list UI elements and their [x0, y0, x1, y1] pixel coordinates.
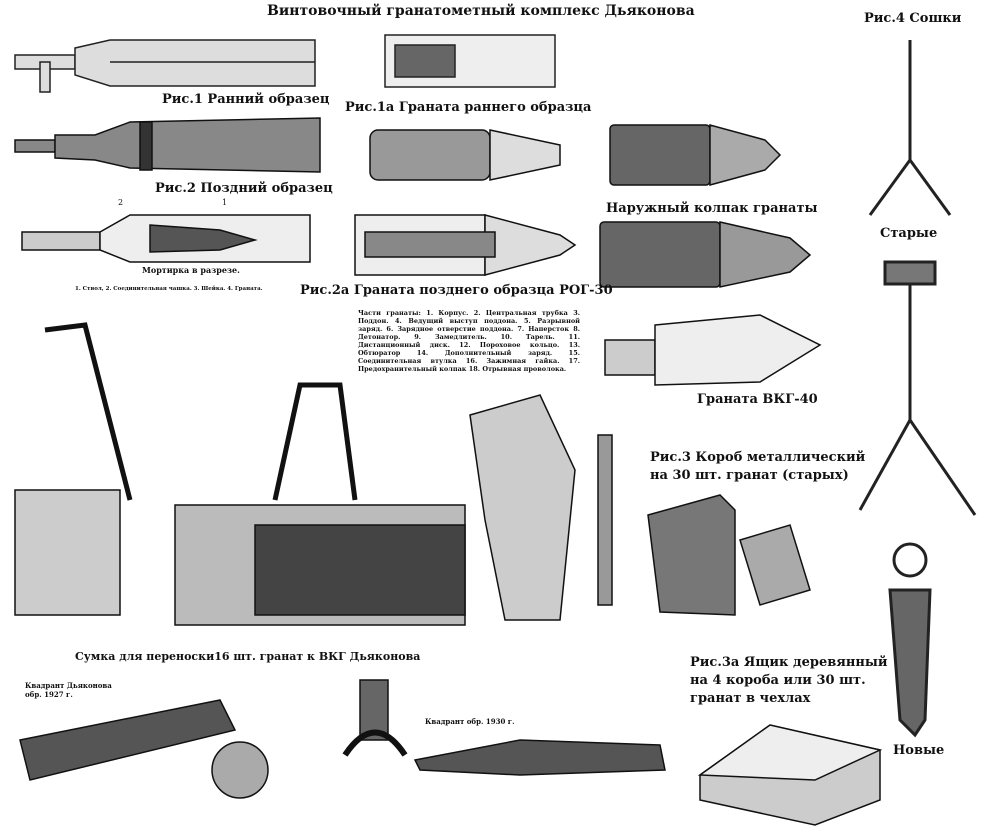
- fig4-label: Рис.4 Сошки: [864, 11, 962, 26]
- bag-label: Сумка для переноски16 шт. гранат к ВКГ Д…: [75, 650, 421, 663]
- cap-grenade-drawings: [599, 124, 812, 288]
- fig1a-label: Рис.1а Граната раннего образца: [345, 100, 592, 115]
- fig3a-label-line3: гранат в чехлах: [690, 691, 811, 706]
- fig3-label-line2: на 30 шт. гранат (старых): [650, 468, 849, 483]
- new-bipod-label: Новые: [893, 743, 945, 758]
- quadrant-1930-label: Квадрант обр. 1930 г.: [425, 717, 515, 726]
- rog30-grenade-section-drawing: [354, 214, 577, 276]
- bags-drawing: [14, 322, 613, 626]
- page-title: Винтовочный гранатометный комплекс Дьяко…: [267, 3, 695, 19]
- fig3-label-line1: Рис.3 Короб металлический: [650, 450, 866, 465]
- early-grenade-grid-drawing: [369, 129, 561, 181]
- fig3a-label-line2: на 4 короба или 30 шт.: [690, 673, 866, 688]
- fig2-late-launcher-drawing: [14, 117, 321, 173]
- quadrant-1927-line1: Квадрант Дьяконова: [25, 681, 112, 690]
- fig2a-label: Рис.2а Граната позднего образца РОГ-30: [300, 283, 613, 298]
- fig3a-label-line1: Рис.3а Ящик деревянный: [690, 655, 888, 670]
- mortar-parts: 1. Ствол, 2. Соединительная чашка. 3. Ше…: [75, 286, 263, 292]
- mortar-cross-section-drawing: 2 1: [21, 198, 311, 263]
- grenade-parts-legend: Части гранаты: 1. Корпус. 2. Центральная…: [358, 309, 580, 373]
- callout-1: 2: [118, 198, 123, 207]
- callout-2: 1: [222, 198, 227, 207]
- old-bipod-label: Старые: [880, 226, 938, 241]
- fig1a-early-grenade-drawing: [384, 34, 556, 88]
- quadrants-drawing: [19, 679, 666, 799]
- metal-box-drawing: [647, 494, 811, 616]
- vkg40-grenade-drawing: [604, 314, 822, 386]
- bipods-drawing: [858, 40, 977, 738]
- fig1-early-launcher-drawing: [14, 39, 316, 93]
- vkg40-label: Граната ВКГ-40: [697, 392, 818, 407]
- fig2-label: Рис.2 Поздний образец: [155, 181, 333, 196]
- fig1-label: Рис.1 Ранний образец: [162, 92, 330, 107]
- quadrant-1927-line2: обр. 1927 г.: [25, 690, 73, 699]
- mortar-title: Мортирка в разрезе.: [142, 265, 240, 275]
- cap-label: Наружный колпак гранаты: [606, 201, 818, 216]
- wooden-box-drawing: [697, 724, 883, 826]
